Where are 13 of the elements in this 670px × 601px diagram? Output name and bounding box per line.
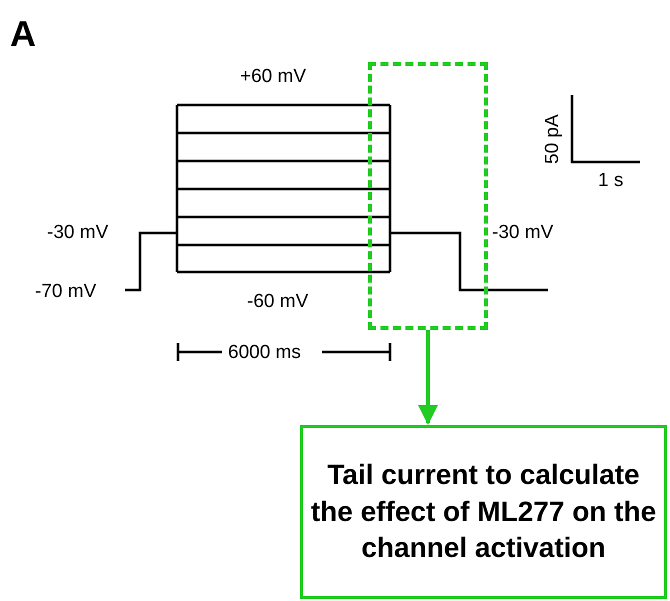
scale-label: 50 pA <box>543 114 562 164</box>
callout-box <box>300 425 667 599</box>
duration-label: 6000 ms <box>228 343 301 362</box>
voltage-label: -70 mV <box>35 282 96 301</box>
scale-label: 1 s <box>598 171 624 190</box>
highlight-box <box>368 62 488 330</box>
voltage-label: +60 mV <box>240 67 306 86</box>
arrow <box>418 330 438 425</box>
voltage-label: -60 mV <box>247 292 308 311</box>
callout-text: Tail current to calculate the effect of ML277 on the channel activation <box>310 458 658 566</box>
panel-letter: A <box>10 16 36 52</box>
voltage-label: -30 mV <box>47 223 108 242</box>
voltage-label: -30 mV <box>492 223 554 242</box>
